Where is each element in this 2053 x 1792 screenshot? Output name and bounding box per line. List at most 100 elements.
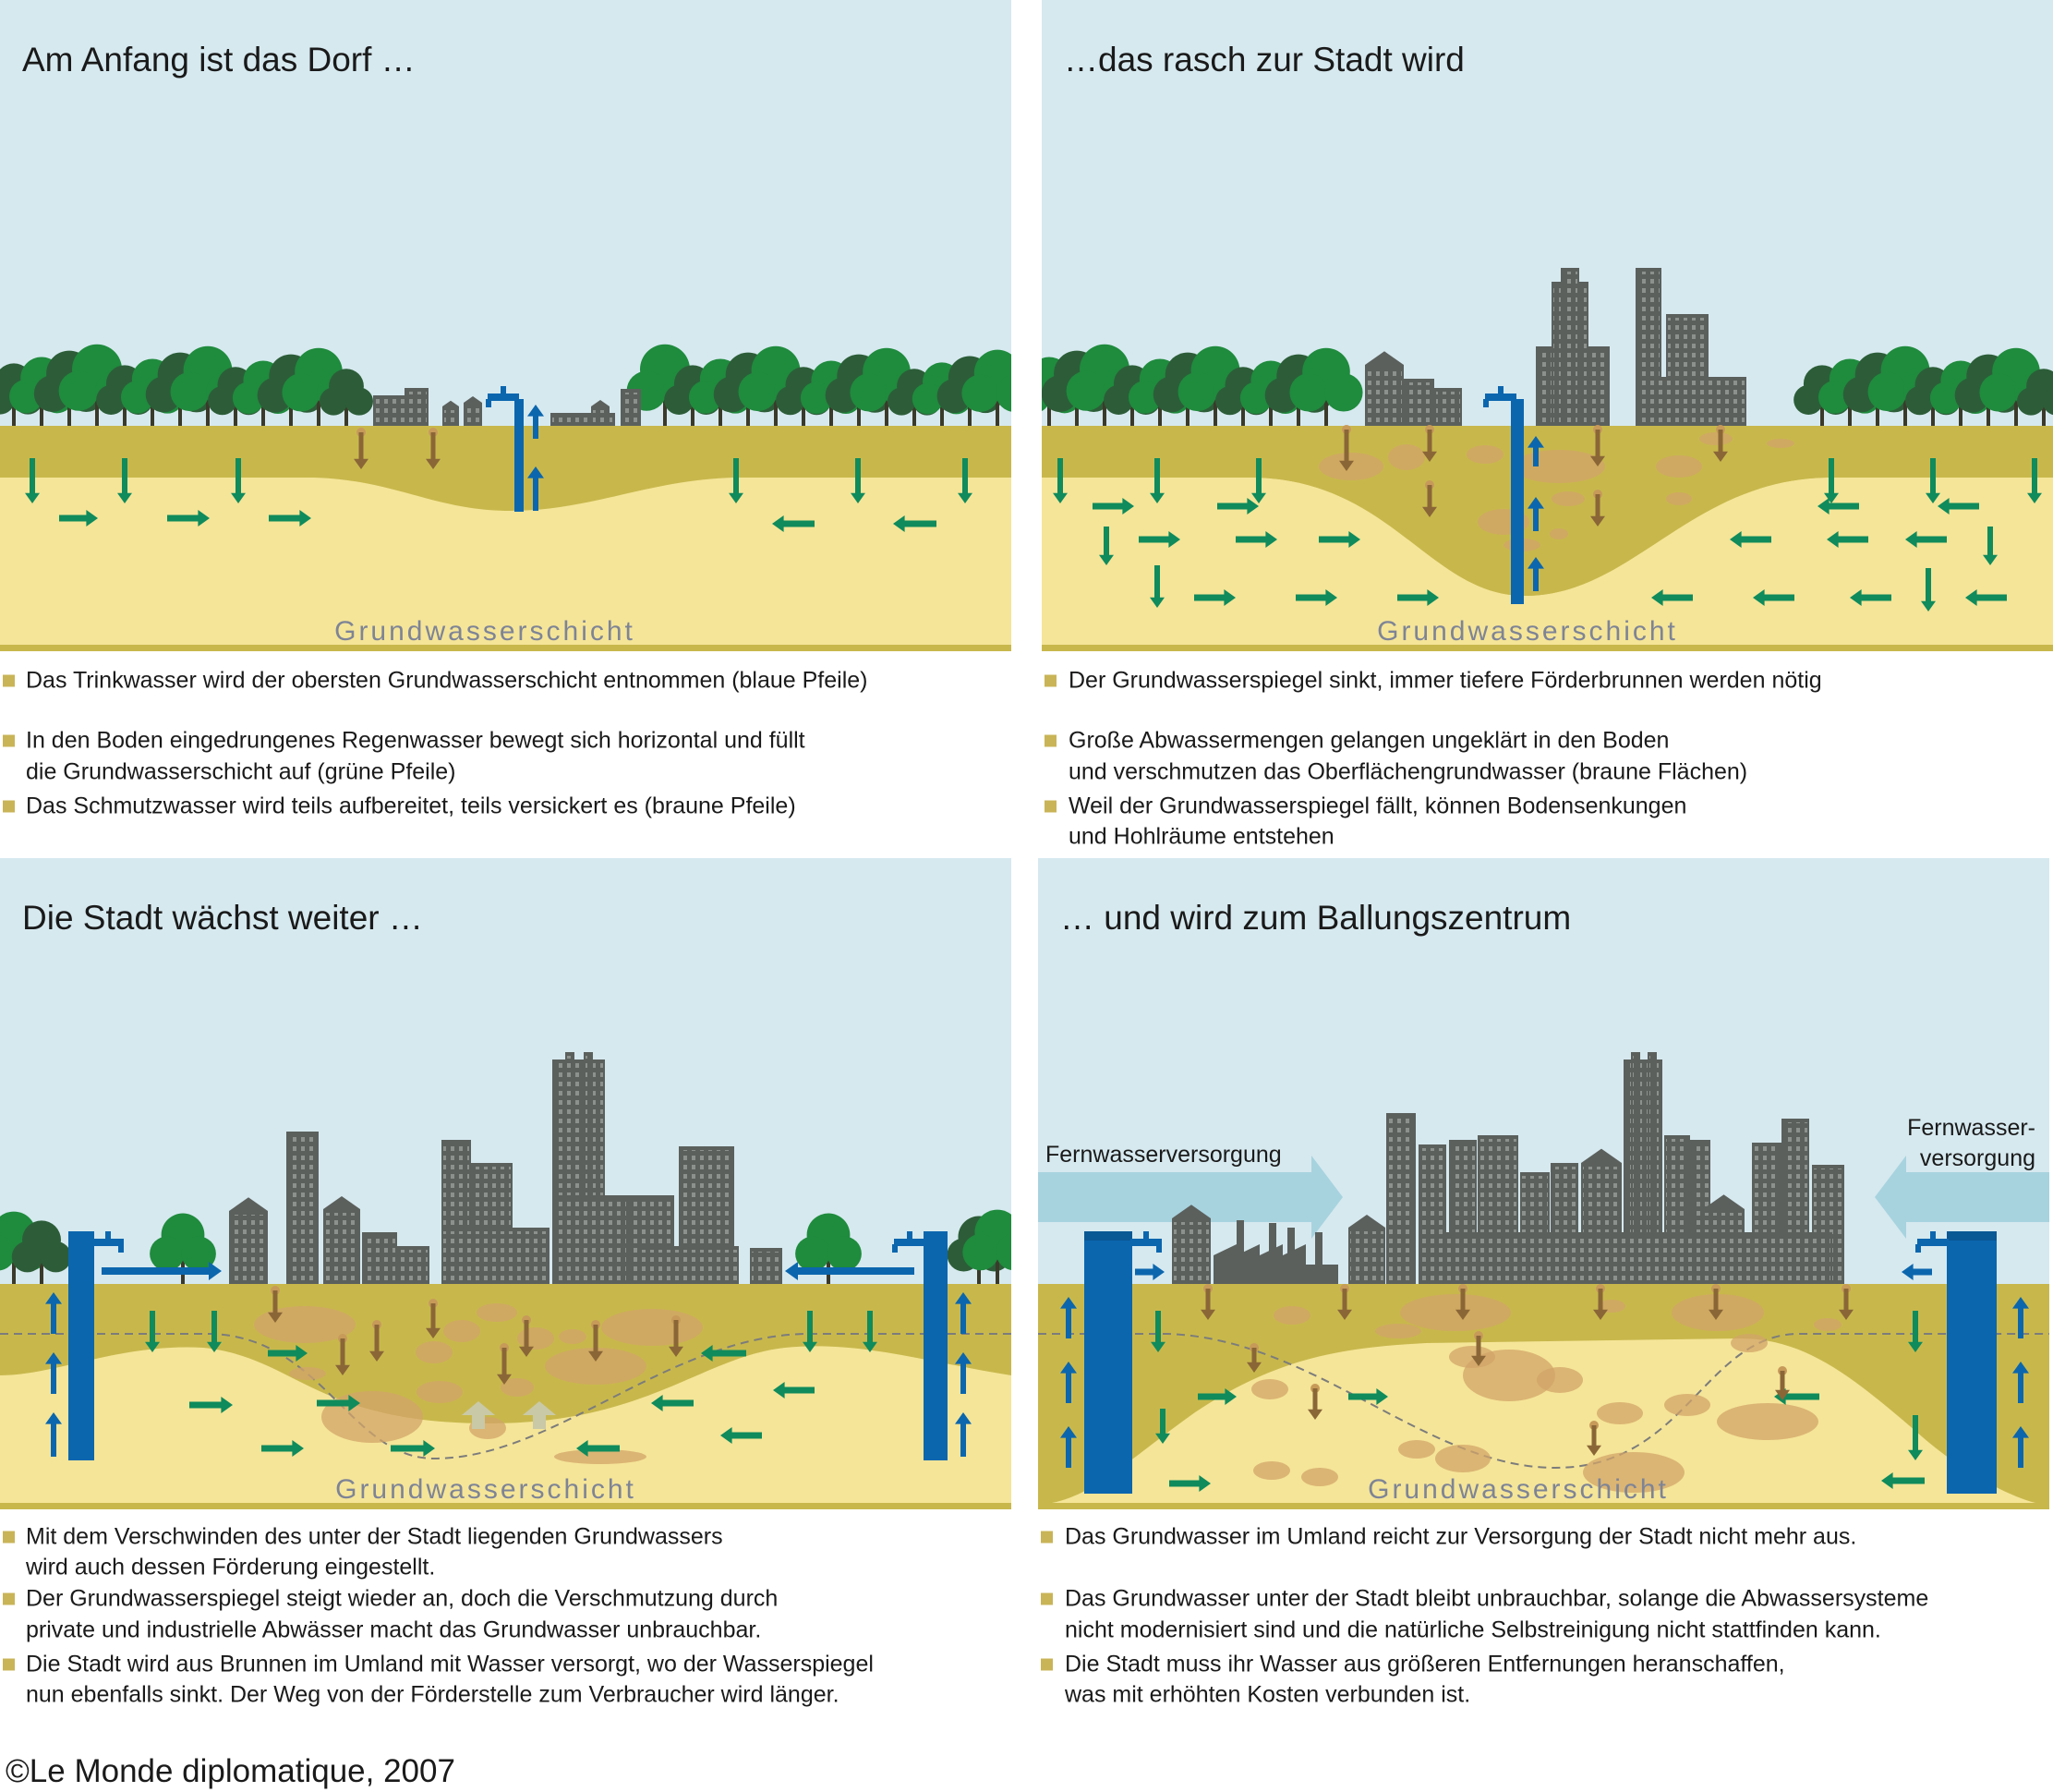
tap-nozzle (486, 399, 491, 407)
bullet-square-icon (3, 734, 15, 747)
tap-nozzle (118, 1244, 124, 1253)
pollution-area (1253, 1461, 1290, 1480)
bullet-text: Die Stadt muss ihr Wasser aus größeren E… (1065, 1651, 1785, 1677)
building-windows (406, 392, 427, 424)
blue-arrow-up (1528, 497, 1544, 531)
building-windows (567, 1056, 573, 1282)
tree-trunk (996, 394, 999, 426)
green-arrow-left (1881, 1472, 1925, 1489)
tree-trunk (996, 1253, 999, 1284)
tree-trunk (940, 400, 944, 426)
well-pipe (924, 1231, 948, 1460)
building-windows (443, 1231, 548, 1282)
tap-nozzle (1915, 1244, 1921, 1253)
tree-trunk (206, 393, 210, 426)
pale-arrow-up (523, 1401, 556, 1429)
tree-canopy (888, 387, 916, 416)
tree-trunk (691, 401, 694, 426)
tree-trunk (1876, 395, 1879, 426)
building-windows (639, 1250, 737, 1282)
green-arrow-right (268, 1345, 308, 1362)
brown-arrow-down (426, 1303, 441, 1338)
building-icon (1636, 377, 1746, 426)
green-arrow-right (1169, 1475, 1211, 1492)
pollution-area (554, 1449, 646, 1464)
blue-arrow-up (1528, 436, 1544, 466)
pollution-area (1467, 445, 1504, 464)
pollution-area (1731, 1334, 1768, 1352)
pollution-area (1583, 1452, 1685, 1493)
green-arrow-down (729, 458, 743, 503)
bullet-square-icon (3, 1531, 15, 1544)
bullet-square-icon (3, 1658, 15, 1671)
green-arrow-down (1151, 1311, 1165, 1352)
pollution-area (1552, 491, 1585, 506)
pollution-area (1699, 432, 1733, 445)
tree-trunk (885, 394, 888, 426)
tree-canopy (1905, 386, 1935, 416)
tree-canopy (664, 384, 694, 415)
building-icon (1648, 1052, 1657, 1284)
blue-arrow-up (1060, 1362, 1077, 1403)
brown-arrow-down (669, 1320, 683, 1357)
building-icon (323, 1209, 360, 1284)
building-windows (231, 1215, 266, 1282)
tree-trunk (1324, 394, 1328, 426)
tree-canopy (1239, 381, 1273, 415)
bullet-text: Das Grundwasser im Umland reicht zur Ver… (1065, 1523, 1857, 1550)
bullet-text: Mit dem Verschwinden des unter der Stadt… (26, 1523, 723, 1550)
tree-icon (1289, 347, 1363, 426)
building-windows (1367, 369, 1402, 424)
tree-canopy (232, 381, 265, 415)
pollution-area (321, 1391, 423, 1443)
blue-arrow-up (1060, 1297, 1077, 1338)
bullet-text: Das Schmutzwasser wird teils aufbereitet… (26, 793, 796, 819)
bullet-square-icon (3, 800, 15, 813)
green-arrow-down (863, 1311, 877, 1352)
bullet-text: was mit erhöhten Kosten verbunden ist. (1065, 1681, 1471, 1708)
building-icon (1365, 365, 1404, 426)
factory-chimney (1237, 1220, 1244, 1257)
building-windows (399, 1250, 428, 1282)
green-arrow-left (651, 1395, 694, 1411)
building-icon (621, 389, 641, 426)
brown-arrow-down (369, 1325, 384, 1362)
remote-supply-label-left: Fernwasserversorgung (1045, 1142, 1282, 1168)
brown-arrow-down (1587, 1425, 1601, 1456)
tap-nozzle (1156, 1244, 1162, 1253)
tree-canopy (0, 1235, 16, 1271)
bullet-text: nun ebenfalls sinkt. Der Weg von der För… (26, 1681, 839, 1708)
building-windows (375, 399, 408, 424)
tree-trunk (95, 393, 99, 426)
groundwater-layer-label: Grundwasserschicht (1368, 1474, 1669, 1505)
tree-canopy (996, 1234, 1011, 1270)
tree-trunk (968, 397, 972, 426)
water-table-line (1038, 1333, 2049, 1470)
brown-arrow-down (1471, 1336, 1486, 1366)
tree-icon (320, 369, 373, 426)
panel-title: Die Stadt wächst weiter … (22, 899, 423, 937)
green-arrow-left (772, 515, 815, 532)
bullet-text: Der Grundwasserspiegel steigt wieder an,… (26, 1585, 779, 1612)
pollution-area (1513, 450, 1605, 483)
pollution-area (289, 1367, 326, 1380)
building-icon (464, 403, 482, 426)
bullet-square-icon (3, 674, 15, 687)
tree-trunk (1848, 398, 1852, 426)
building-windows (1446, 1236, 1830, 1282)
remote-supply-label-right: Fernwasser-versorgung (1907, 1113, 2035, 1174)
panel-title: Am Anfang ist das Dorf … (22, 41, 416, 79)
building-windows (288, 1135, 317, 1282)
green-arrow-right (391, 1440, 435, 1457)
tree-canopy (11, 1241, 43, 1273)
well-pipe (1084, 1231, 1132, 1494)
green-arrow-right (167, 510, 210, 527)
tap-spout (894, 1239, 925, 1246)
factory-chimney (1315, 1232, 1322, 1269)
building-roof (442, 400, 459, 406)
well-cap (1084, 1231, 1132, 1241)
brown-arrow-down (1337, 1289, 1352, 1320)
green-arrow-down (2027, 458, 2042, 503)
brown-arrow-down (335, 1338, 350, 1375)
tap-spout (92, 1239, 124, 1246)
